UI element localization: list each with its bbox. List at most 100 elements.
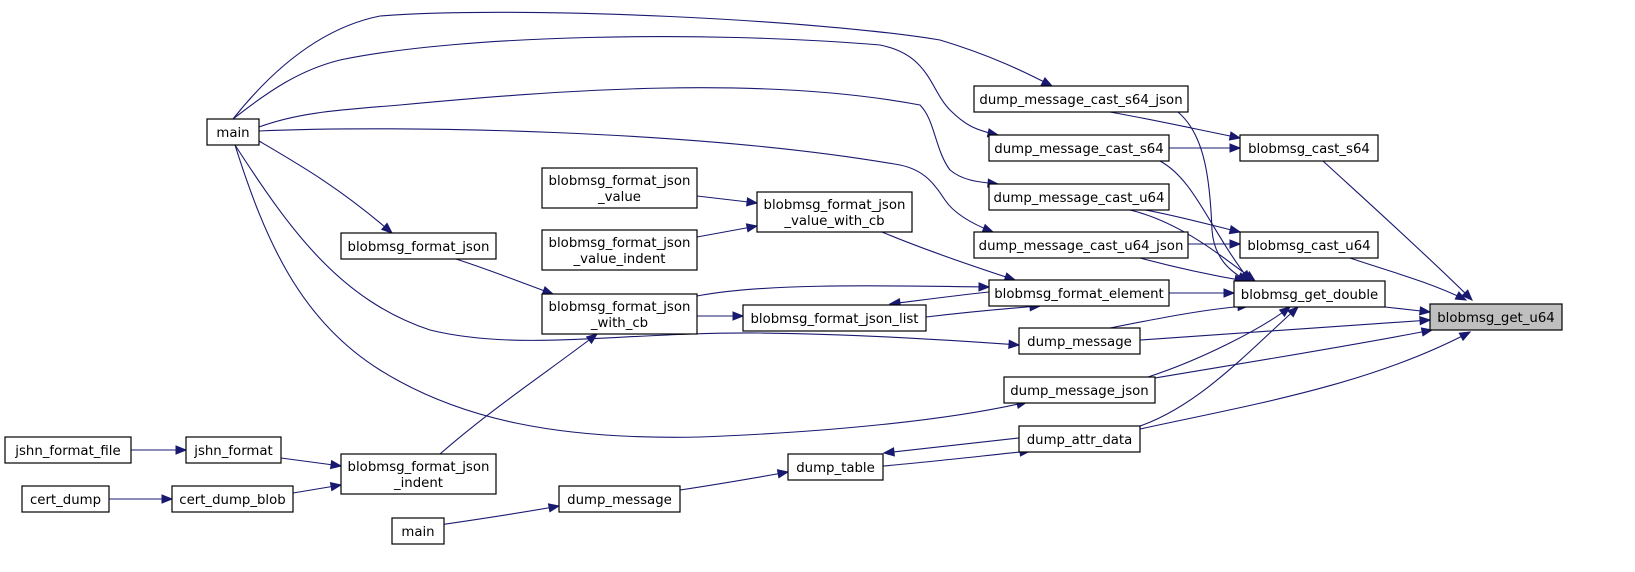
node-label: jshn_format	[193, 444, 273, 459]
edge-line	[258, 140, 393, 234]
edge-format_json-to-fj_with_cb	[455, 258, 555, 295]
node-label: main	[401, 525, 434, 540]
node-box	[185, 436, 282, 464]
arrowhead-icon	[1229, 239, 1242, 249]
node-cert-dump[interactable]: cert_dump	[21, 485, 110, 513]
edge-dump_attr_data-to-get_u64	[1139, 331, 1472, 430]
node-box	[391, 517, 445, 545]
node-main-bottom[interactable]: main	[391, 517, 445, 545]
node-cert-dump-blob[interactable]: cert_dump_blob	[171, 485, 294, 513]
node-dm-u64-json[interactable]: dump_message_cast_u64_json	[973, 231, 1189, 259]
edge-dump_message_json-to-get_u64	[1154, 327, 1434, 379]
edge-line	[1109, 111, 1241, 139]
node-dump-message-b[interactable]: dump_message	[558, 485, 681, 513]
edge-jshn_format-to-fj_indent	[280, 457, 343, 470]
node-jshn-format[interactable]: jshn_format	[185, 436, 282, 464]
node-get-double[interactable]: blobmsg_get_double	[1233, 280, 1386, 308]
node-label: blobmsg_get_u64	[1437, 311, 1555, 326]
node-label: cert_dump_blob	[179, 493, 285, 508]
node-label: dump_message_cast_u64_json	[979, 239, 1184, 254]
arrowhead-icon	[585, 333, 599, 345]
arrowhead-icon	[329, 459, 343, 470]
node-cast-s64[interactable]: blobmsg_cast_s64	[1239, 134, 1379, 162]
node-box	[1239, 231, 1379, 259]
node-dump-message-a[interactable]: dump_message	[1018, 327, 1141, 355]
node-label: dump_message	[1027, 335, 1132, 350]
node-box	[4, 436, 132, 464]
edge-line	[925, 305, 1041, 318]
arrowhead-icon	[981, 223, 995, 233]
node-label: dump_message_cast_s64	[994, 142, 1163, 157]
node-fj-list[interactable]: blobmsg_format_json_list	[742, 304, 927, 332]
node-label: cert_dump	[30, 493, 101, 508]
arrowhead-icon	[1008, 339, 1021, 349]
node-dm-u64[interactable]: dump_message_cast_u64	[988, 183, 1170, 211]
edge-format_element-to-get_double	[1169, 288, 1236, 298]
edge-line	[1139, 331, 1471, 430]
edge-line	[1129, 209, 1256, 282]
edge-line	[258, 87, 999, 185]
node-format-element[interactable]: blobmsg_format_element	[988, 279, 1170, 307]
arrowhead-icon	[1228, 131, 1242, 141]
arrowhead-icon	[1461, 289, 1473, 301]
node-dm-s64[interactable]: dump_message_cast_s64	[988, 134, 1170, 162]
edge-cast_s64-to-get_u64	[1322, 160, 1473, 301]
node-fj-with-cb[interactable]: blobmsg_format_json_with_cb	[541, 293, 698, 335]
node-label: main	[216, 126, 249, 141]
arrowhead-icon	[1419, 306, 1432, 316]
node-box	[1018, 425, 1141, 453]
node-fj-indent[interactable]: blobmsg_format_json_indent	[340, 453, 497, 495]
node-cast-u64[interactable]: blobmsg_cast_u64	[1239, 231, 1379, 259]
node-label: dump_message_cast_u64	[994, 191, 1165, 206]
node-box	[1429, 303, 1563, 331]
node-label: _value_with_cb	[783, 214, 884, 229]
edge-dump_message_json-to-get_double	[1147, 306, 1292, 378]
node-fj-value[interactable]: blobmsg_format_json_value	[541, 167, 698, 209]
node-label: _with_cb	[590, 316, 648, 331]
edge-line	[889, 291, 990, 305]
node-label: blobmsg_cast_s64	[1248, 142, 1370, 157]
node-dump-attr-data[interactable]: dump_attr_data	[1018, 425, 1141, 453]
node-label: dump_message_cast_s64_json	[979, 93, 1182, 108]
call-edges	[109, 11, 1473, 529]
edge-main_top-to-format_json	[258, 140, 394, 234]
node-dump-message-json[interactable]: dump_message_json	[1003, 376, 1156, 404]
edge-line	[455, 258, 554, 295]
edge-line	[882, 450, 1031, 467]
node-box	[1239, 134, 1379, 162]
edge-dm_s64-to-cast_s64	[1169, 143, 1242, 153]
node-box	[558, 485, 681, 513]
node-jshn-format-file[interactable]: jshn_format_file	[4, 436, 132, 464]
edge-main_top-to-dm_s64	[232, 36, 1000, 138]
node-box	[340, 453, 497, 495]
edge-fj_value_indent-to-fj_value_cb	[696, 223, 759, 238]
edge-line	[1139, 257, 1246, 282]
edge-line	[1139, 306, 1299, 427]
node-label: dump_message	[567, 493, 672, 508]
node-label: blobmsg_format_json	[348, 460, 490, 475]
edge-dm_u64-to-get_double	[1129, 209, 1257, 282]
edge-line	[881, 231, 1016, 281]
node-fj-value-cb[interactable]: blobmsg_format_json_value_with_cb	[756, 191, 913, 233]
node-box	[988, 183, 1170, 211]
node-fj-value-indent[interactable]: blobmsg_format_json_value_indent	[541, 229, 698, 271]
node-label: jshn_format_file	[14, 444, 120, 459]
node-box	[1018, 327, 1141, 355]
edge-get_double-to-get_u64	[1384, 306, 1432, 316]
edge-fj_value-to-fj_value_cb	[696, 195, 759, 207]
node-get-u64[interactable]: blobmsg_get_u64	[1429, 303, 1563, 331]
node-dm-s64-json[interactable]: dump_message_cast_s64_json	[973, 85, 1189, 113]
node-main-top[interactable]: main	[206, 118, 260, 146]
node-label: dump_table	[796, 461, 875, 476]
node-box	[340, 232, 497, 260]
edge-line	[1349, 257, 1467, 301]
node-box	[973, 85, 1189, 113]
arrowhead-icon	[1458, 331, 1472, 342]
node-label: blobmsg_format_json	[549, 174, 691, 189]
arrowhead-icon	[746, 197, 759, 207]
node-dump-table[interactable]: dump_table	[787, 453, 884, 481]
arrowhead-icon	[380, 222, 394, 234]
edge-dm_s64-to-get_double	[1159, 160, 1251, 283]
node-format-json[interactable]: blobmsg_format_json	[340, 232, 497, 260]
